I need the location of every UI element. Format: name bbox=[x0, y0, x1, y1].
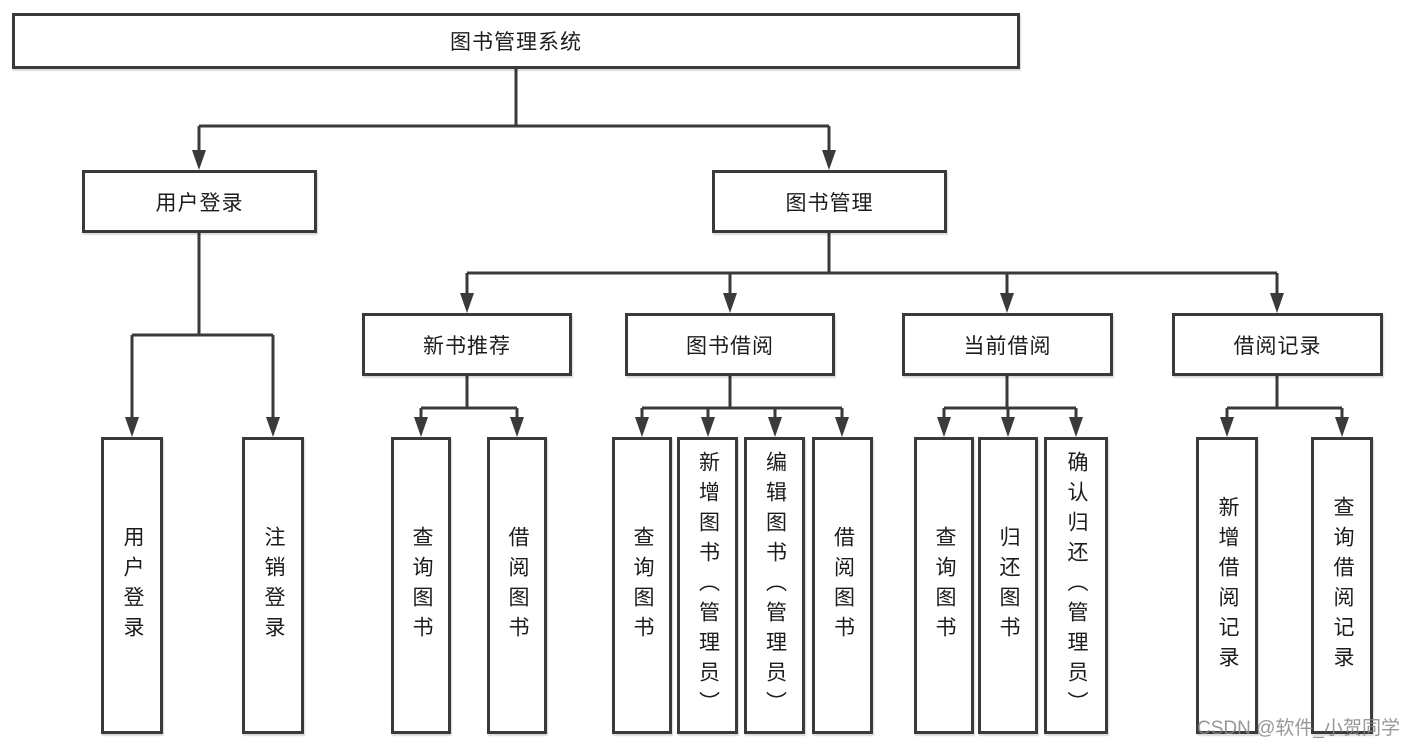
node-label: 图书管理系统 bbox=[450, 31, 582, 54]
node-label: 新增借阅记录 bbox=[1216, 495, 1239, 676]
arrowhead bbox=[1069, 417, 1083, 437]
arrowhead bbox=[460, 293, 474, 313]
arrowhead bbox=[414, 417, 428, 437]
leaf-query-book-current: 查询图书 bbox=[914, 437, 974, 734]
node-label: 用户登录 bbox=[121, 525, 144, 646]
leaf-user-login: 用户登录 bbox=[101, 437, 163, 734]
arrowhead bbox=[835, 417, 849, 437]
arrowhead bbox=[723, 293, 737, 313]
connector-current-to-leaves bbox=[937, 376, 1083, 437]
leaf-edit-book-admin: 编辑图书（管理员） bbox=[744, 437, 805, 734]
node-label: 确认归还（管理员） bbox=[1065, 450, 1088, 721]
node-user-login: 用户登录 bbox=[82, 170, 317, 233]
node-label: 查询图书 bbox=[933, 525, 956, 646]
node-label: 图书借阅 bbox=[686, 334, 774, 358]
node-label: 借阅记录 bbox=[1233, 334, 1322, 358]
node-book-management: 图书管理 bbox=[712, 170, 947, 233]
arrowhead bbox=[768, 417, 782, 437]
connector-borrow-to-leaves bbox=[635, 376, 849, 437]
connector-login-to-leaves bbox=[125, 233, 280, 437]
node-label: 注销登录 bbox=[262, 525, 285, 646]
leaf-add-book-admin: 新增图书（管理员） bbox=[677, 437, 738, 734]
arrowhead bbox=[1335, 417, 1349, 437]
node-label: 查询借阅记录 bbox=[1331, 495, 1354, 676]
node-label: 编辑图书（管理员） bbox=[763, 450, 787, 721]
leaf-borrow-book: 借阅图书 bbox=[812, 437, 873, 734]
arrowhead bbox=[1270, 293, 1284, 313]
node-book-borrow: 图书借阅 bbox=[625, 313, 835, 376]
connector-rec-to-leaves bbox=[414, 376, 524, 437]
node-label: 归还图书 bbox=[997, 525, 1020, 646]
connector-root-to-level2 bbox=[192, 69, 836, 170]
arrowhead bbox=[1000, 293, 1014, 313]
leaf-query-book-borrow: 查询图书 bbox=[612, 437, 672, 734]
arrowhead bbox=[937, 417, 951, 437]
leaf-return-book: 归还图书 bbox=[978, 437, 1038, 734]
leaf-logout: 注销登录 bbox=[242, 437, 304, 734]
connector-mgmt-to-level3 bbox=[460, 233, 1284, 313]
node-label: 借阅图书 bbox=[831, 525, 855, 646]
node-label: 新书推荐 bbox=[423, 334, 511, 358]
node-label: 查询图书 bbox=[631, 525, 654, 646]
arrowhead bbox=[635, 417, 649, 437]
arrowhead bbox=[125, 417, 139, 437]
node-root-system: 图书管理系统 bbox=[12, 13, 1020, 69]
leaf-confirm-return-admin: 确认归还（管理员） bbox=[1044, 437, 1108, 734]
node-label: 用户登录 bbox=[155, 191, 244, 215]
node-label: 查询图书 bbox=[410, 525, 433, 646]
connector-records-to-leaves bbox=[1220, 376, 1349, 437]
leaf-query-book-recommend: 查询图书 bbox=[391, 437, 451, 734]
arrowhead bbox=[266, 417, 280, 437]
leaf-borrow-book-recommend: 借阅图书 bbox=[487, 437, 547, 734]
node-borrow-records: 借阅记录 bbox=[1172, 313, 1383, 376]
arrowhead bbox=[1220, 417, 1234, 437]
csdn-watermark: CSDN @软件_小贺同学 bbox=[1197, 718, 1400, 739]
node-current-borrow: 当前借阅 bbox=[902, 313, 1113, 376]
arrowhead bbox=[1001, 417, 1015, 437]
node-label: 图书管理 bbox=[785, 191, 874, 215]
arrowhead bbox=[701, 417, 715, 437]
arrowhead bbox=[822, 150, 836, 170]
arrowhead bbox=[510, 417, 524, 437]
node-new-book-recommend: 新书推荐 bbox=[362, 313, 572, 376]
leaf-query-borrow-record: 查询借阅记录 bbox=[1311, 437, 1373, 734]
node-label: 当前借阅 bbox=[963, 334, 1052, 358]
leaf-add-borrow-record: 新增借阅记录 bbox=[1196, 437, 1258, 734]
arrowhead bbox=[192, 150, 206, 170]
node-label: 借阅图书 bbox=[506, 525, 529, 646]
node-label: 新增图书（管理员） bbox=[696, 450, 720, 721]
